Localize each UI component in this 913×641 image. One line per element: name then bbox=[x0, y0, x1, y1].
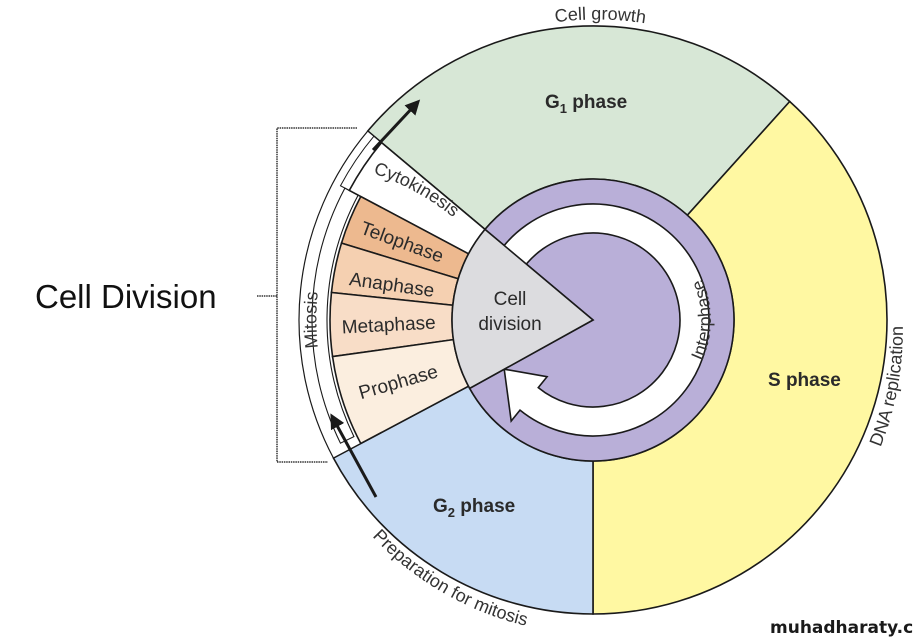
wedge-label-line2: division bbox=[478, 314, 541, 335]
cell-growth-annotation: Cell growth bbox=[554, 3, 648, 27]
interphase-cycle-arrow-icon bbox=[494, 203, 710, 437]
metaphase-label: Metaphase bbox=[341, 313, 436, 339]
s-phase-label: S phase bbox=[768, 370, 841, 391]
cytokinesis-bracket bbox=[339, 135, 383, 192]
g2-phase-label: G2 phase bbox=[433, 496, 515, 520]
wedge-label-line1: Cell bbox=[494, 289, 527, 310]
cell-division-title: Cell Division bbox=[35, 278, 217, 315]
mitosis-label: Mitosis bbox=[300, 291, 321, 350]
arrow-to-g1-icon bbox=[371, 99, 421, 152]
cell-division-bracket bbox=[257, 127, 357, 463]
arrow-to-mitosis-icon bbox=[330, 413, 378, 498]
watermark: muhadharaty.com bbox=[770, 618, 913, 638]
mitosis-bracket bbox=[311, 187, 359, 444]
sector-layer bbox=[298, 25, 888, 615]
cell-division-wedge bbox=[451, 228, 595, 390]
g1-phase-label: G1 phase bbox=[545, 92, 627, 116]
